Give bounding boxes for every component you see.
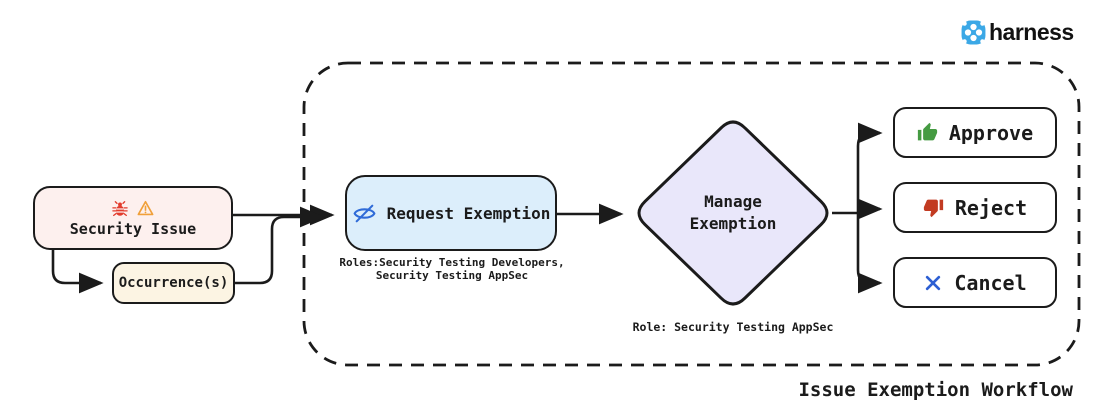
arrow-security-to-occurrence	[51, 250, 104, 294]
bug-icon	[111, 200, 129, 218]
arrow-to-cancel	[856, 213, 883, 294]
manage-exemption-label-line1: Manage	[704, 192, 762, 211]
request-exemption-roles-caption: Roles:Security Testing Developers, Secur…	[330, 256, 574, 282]
thumbs-down-icon	[923, 197, 944, 218]
manage-exemption-diamond	[637, 120, 829, 306]
arrow-occurrence-to-request	[235, 206, 325, 285]
thumbs-up-icon	[917, 122, 938, 143]
occurrence-node: Occurrence(s)	[112, 262, 235, 304]
connector-arrows	[51, 122, 883, 294]
arrow-to-approve	[856, 122, 883, 213]
harness-wordmark: harness	[989, 19, 1074, 45]
reject-node: Reject	[893, 182, 1057, 233]
manage-exemption-role-caption: Role: Security Testing AppSec	[632, 320, 834, 334]
approve-node: Approve	[893, 107, 1057, 158]
reject-label: Reject	[954, 195, 1028, 220]
approve-label: Approve	[948, 120, 1034, 145]
roles-line-1: Roles:Security Testing Developers,	[339, 256, 565, 269]
occurrence-label: Occurrence(s)	[118, 275, 229, 291]
warning-icon	[136, 199, 155, 218]
x-icon	[923, 273, 943, 293]
security-issue-label: Security Issue	[69, 219, 197, 238]
cancel-label: Cancel	[954, 270, 1027, 295]
cancel-node: Cancel	[893, 257, 1057, 308]
security-issue-icons	[111, 199, 155, 219]
eye-off-icon	[352, 201, 377, 226]
security-issue-node: Security Issue	[33, 186, 233, 250]
request-exemption-label: Request Exemption	[386, 203, 551, 223]
workflow-title: Issue Exemption Workflow	[798, 379, 1073, 401]
manage-exemption-label-line2: Exemption	[689, 214, 777, 233]
harness-logo-icon	[960, 19, 987, 46]
request-exemption-node: Request Exemption	[345, 175, 557, 251]
manage-exemption-label: Manage Exemption	[663, 191, 803, 235]
harness-logo: harness	[960, 19, 1074, 46]
roles-line-2: Security Testing AppSec	[375, 269, 529, 282]
